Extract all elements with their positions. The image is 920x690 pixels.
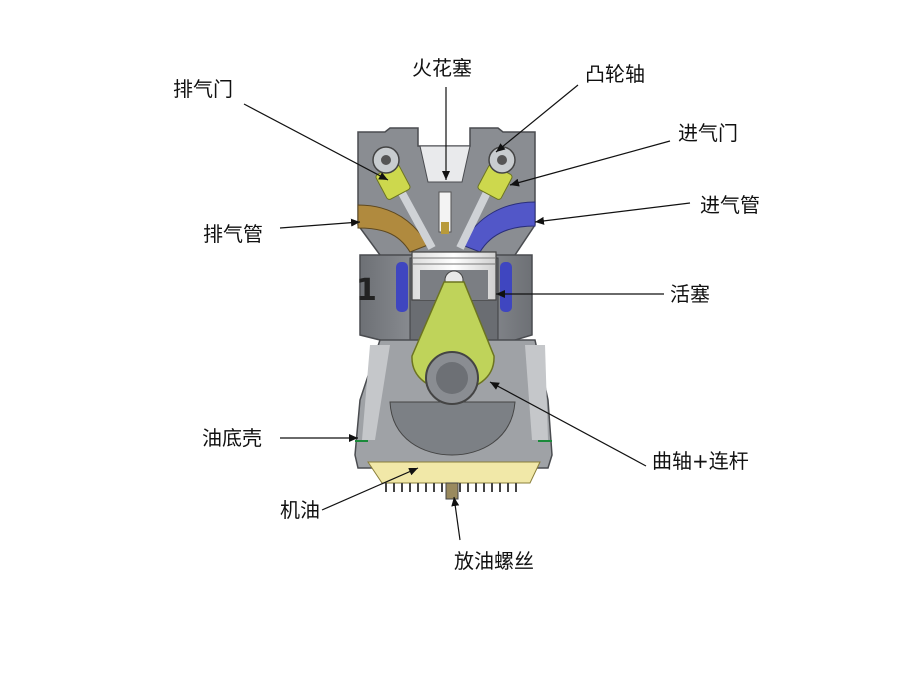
coolant-jacket-left bbox=[396, 262, 408, 312]
oil-pan-fins bbox=[385, 483, 517, 492]
label-drain-plug: 放油螺丝 bbox=[454, 549, 534, 573]
intake-pipe bbox=[461, 201, 536, 253]
label-piston: 活塞 bbox=[670, 282, 710, 306]
label-exhaust-valve: 排气门 bbox=[173, 77, 233, 101]
oil-pan bbox=[367, 461, 541, 484]
engine-illustration bbox=[354, 127, 553, 500]
label-spark-plug: 火花塞 bbox=[412, 56, 472, 80]
spark-plug-well bbox=[419, 145, 471, 183]
label-intake-valve: 进气门 bbox=[678, 121, 738, 145]
label-crankshaft-rod: 曲轴+连杆 bbox=[652, 449, 749, 473]
label-camshaft: 凸轮轴 bbox=[585, 62, 645, 86]
label-oil-pan: 油底壳 bbox=[202, 426, 262, 450]
labels: 火花塞 凸轮轴 排气门 进气门 进气管 排气管 活塞 油底壳 曲轴+连杆 机油 … bbox=[173, 56, 760, 573]
drain-plug bbox=[445, 482, 459, 500]
counterweight bbox=[389, 401, 516, 456]
stroke-number: 1 bbox=[356, 273, 377, 308]
leader-lines bbox=[243, 84, 691, 541]
label-intake-pipe: 进气管 bbox=[700, 193, 760, 217]
coolant-jacket-right bbox=[500, 262, 512, 312]
label-exhaust-pipe: 排气管 bbox=[203, 222, 263, 246]
label-engine-oil: 机油 bbox=[280, 498, 320, 522]
